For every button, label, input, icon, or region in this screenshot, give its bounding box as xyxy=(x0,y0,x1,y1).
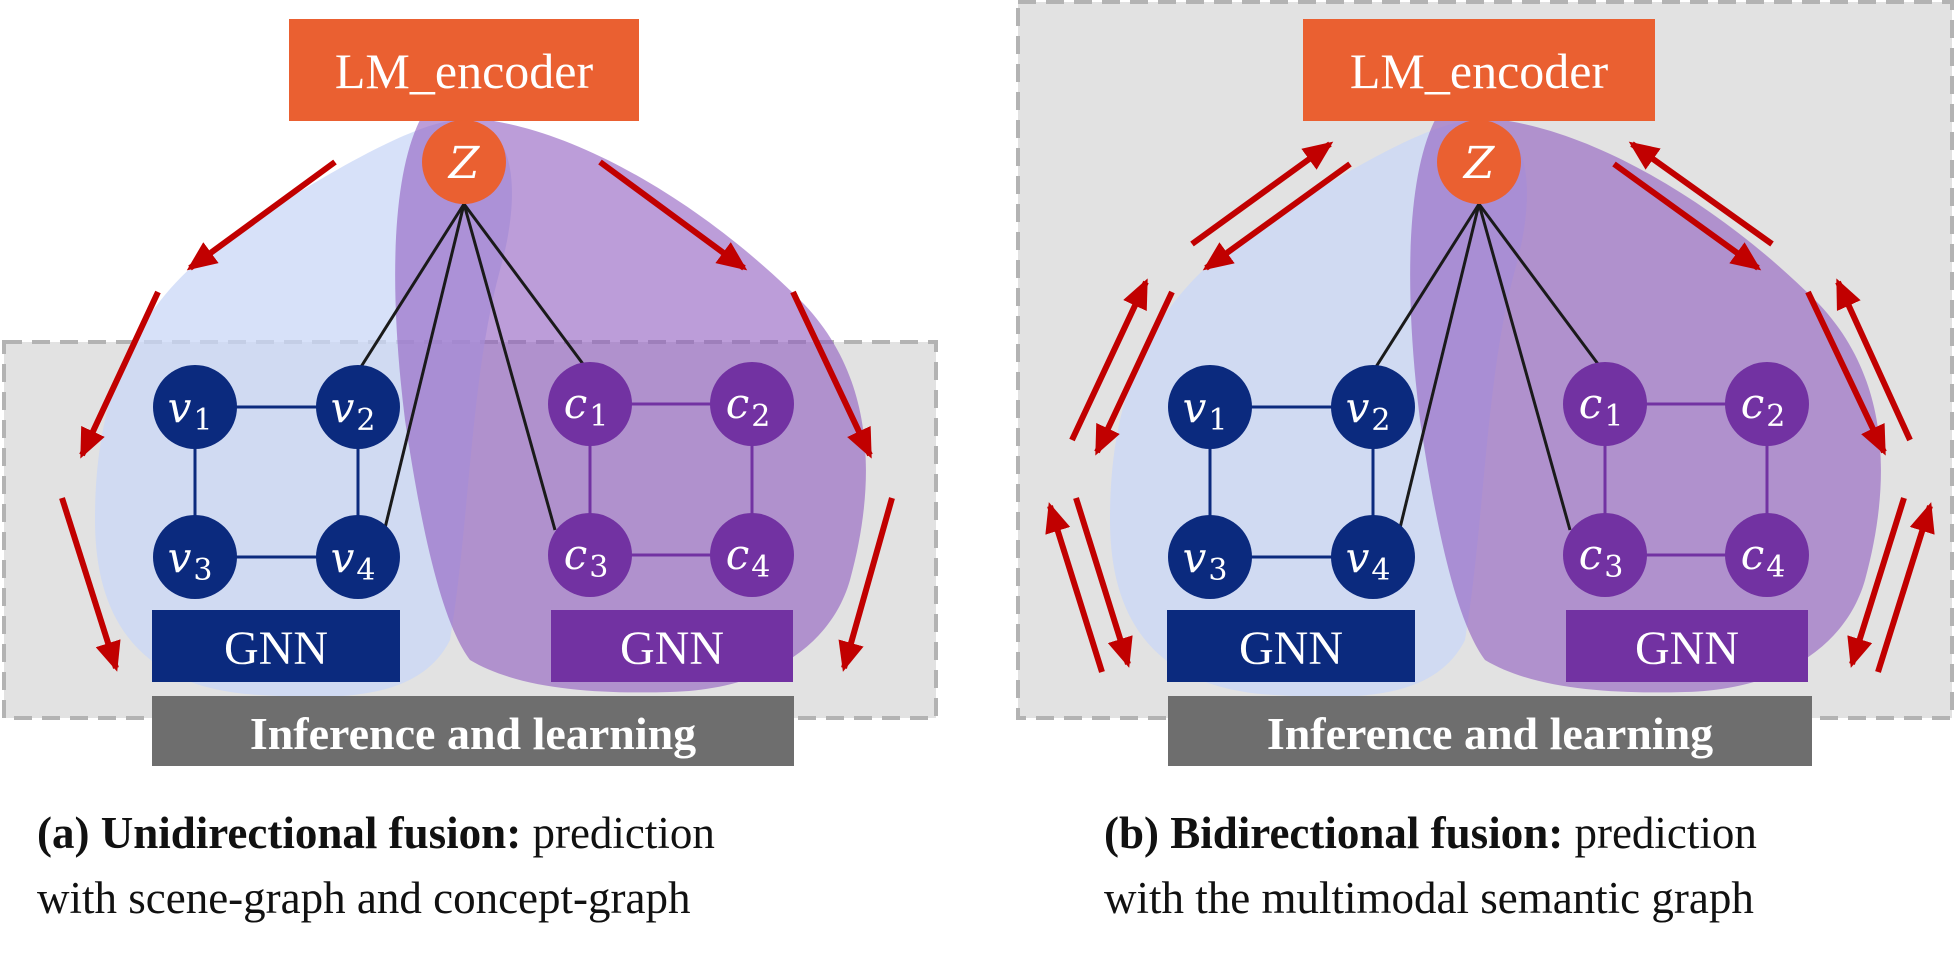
arrow-b-3-up xyxy=(1045,502,1105,673)
caption-b-rest: prediction xyxy=(1563,808,1757,858)
flow-arrows-a xyxy=(59,159,895,672)
lm-encoder-label-b: LM_encoder xyxy=(1350,43,1609,99)
concept-node-c4-a: c4 xyxy=(710,513,794,597)
scene-node-v4-a: v4 xyxy=(316,515,400,599)
scene-node-v2-b: v2 xyxy=(1331,365,1415,449)
caption-b-line2: with the multimodal semantic graph xyxy=(1104,873,1754,923)
arrow-b-6-down xyxy=(1847,497,1907,668)
arrow-b-5-down xyxy=(1805,290,1887,456)
svg-text:v4: v4 xyxy=(331,533,376,588)
svg-text:c1: c1 xyxy=(564,379,609,434)
inference-box-b xyxy=(1168,696,1812,766)
svg-text:c3: c3 xyxy=(564,530,609,585)
caption-a-line2: with scene-graph and concept-graph xyxy=(37,873,690,923)
caption-a-rest: prediction xyxy=(521,808,715,858)
svg-text:v3: v3 xyxy=(168,533,213,588)
inference-label-b: Inference and learning xyxy=(1267,708,1713,759)
gnn-label-scene-a: GNN xyxy=(224,622,328,675)
arrow-a-3 xyxy=(59,497,121,672)
svg-text:c4: c4 xyxy=(726,530,771,585)
scene-node-v3-b: v3 xyxy=(1168,515,1252,599)
arrow-a-1 xyxy=(186,159,337,271)
svg-text:v2: v2 xyxy=(1346,383,1391,438)
caption-a-bold: (a) Unidirectional fusion: xyxy=(37,808,521,858)
concept-node-c1-b: c1 xyxy=(1563,362,1647,446)
panel-unidirectional: LM_encoder Z v1 xyxy=(2,19,938,923)
svg-text:v3: v3 xyxy=(1183,533,1228,588)
panel-bidirectional: LM_encoder Z v1 xyxy=(1016,0,1954,923)
concept-node-c2-b: c2 xyxy=(1725,362,1809,446)
scene-node-v4-b: v4 xyxy=(1331,515,1415,599)
gnn-label-scene-b: GNN xyxy=(1239,622,1343,675)
concept-node-c4-b: c4 xyxy=(1725,513,1809,597)
svg-text:c2: c2 xyxy=(1741,379,1786,434)
arrow-a-5 xyxy=(790,290,873,459)
z-label-b: Z xyxy=(1462,138,1496,189)
lm-encoder-a xyxy=(289,19,639,121)
z-connections-a xyxy=(357,203,585,531)
svg-text:c4: c4 xyxy=(1741,530,1786,585)
arrow-b-1-up xyxy=(1190,141,1334,247)
lm-encoder-b xyxy=(1303,19,1655,121)
gnn-box-scene-b xyxy=(1167,610,1415,682)
z-connections-b xyxy=(1372,203,1600,531)
gnn-label-concept-b: GNN xyxy=(1635,622,1739,675)
caption-a-line1: (a) Unidirectional fusion: prediction xyxy=(37,808,715,858)
caption-b-line1: (b) Bidirectional fusion: prediction xyxy=(1104,808,1757,858)
concept-node-c3-a: c3 xyxy=(548,513,632,597)
inference-box-a xyxy=(152,696,794,766)
svg-text:c3: c3 xyxy=(1579,530,1624,585)
concept-node-c3-b: c3 xyxy=(1563,513,1647,597)
lm-encoder-label-a: LM_encoder xyxy=(335,43,594,99)
arrow-b-2-up xyxy=(1069,278,1149,442)
svg-text:v1: v1 xyxy=(168,383,213,438)
gnn-box-scene-a xyxy=(152,610,400,682)
gnn-box-concept-a xyxy=(551,610,793,682)
z-label-a: Z xyxy=(447,138,481,189)
svg-text:c2: c2 xyxy=(726,379,771,434)
concept-node-c2-a: c2 xyxy=(710,362,794,446)
arrow-a-2 xyxy=(79,290,161,459)
arrow-b-6-up xyxy=(1875,502,1935,673)
scene-node-v1-a: v1 xyxy=(153,365,237,449)
inference-label-a: Inference and learning xyxy=(250,708,696,759)
arrow-a-4 xyxy=(598,159,748,271)
scene-node-v2-a: v2 xyxy=(316,365,400,449)
scene-node-v3-a: v3 xyxy=(153,515,237,599)
arrow-b-5-up xyxy=(1835,278,1913,442)
z-node-a xyxy=(422,120,506,204)
concept-node-c1-a: c1 xyxy=(548,362,632,446)
svg-text:v1: v1 xyxy=(1183,383,1228,438)
gnn-label-concept-a: GNN xyxy=(620,622,724,675)
scene-node-v1-b: v1 xyxy=(1168,365,1252,449)
arrow-b-3-down xyxy=(1073,497,1133,668)
z-node-b xyxy=(1437,120,1521,204)
arrow-b-4-down xyxy=(1612,161,1762,271)
flow-arrows-b xyxy=(1045,141,1935,673)
arrow-b-2-down xyxy=(1094,290,1175,456)
svg-text:v2: v2 xyxy=(331,383,376,438)
arrow-b-1-down xyxy=(1202,161,1352,271)
arrow-b-4-up xyxy=(1628,141,1774,247)
svg-text:c1: c1 xyxy=(1579,379,1624,434)
gnn-box-concept-b xyxy=(1566,610,1808,682)
arrow-a-6 xyxy=(838,497,895,672)
caption-b-bold: (b) Bidirectional fusion: xyxy=(1104,808,1563,858)
svg-text:v4: v4 xyxy=(1346,533,1391,588)
